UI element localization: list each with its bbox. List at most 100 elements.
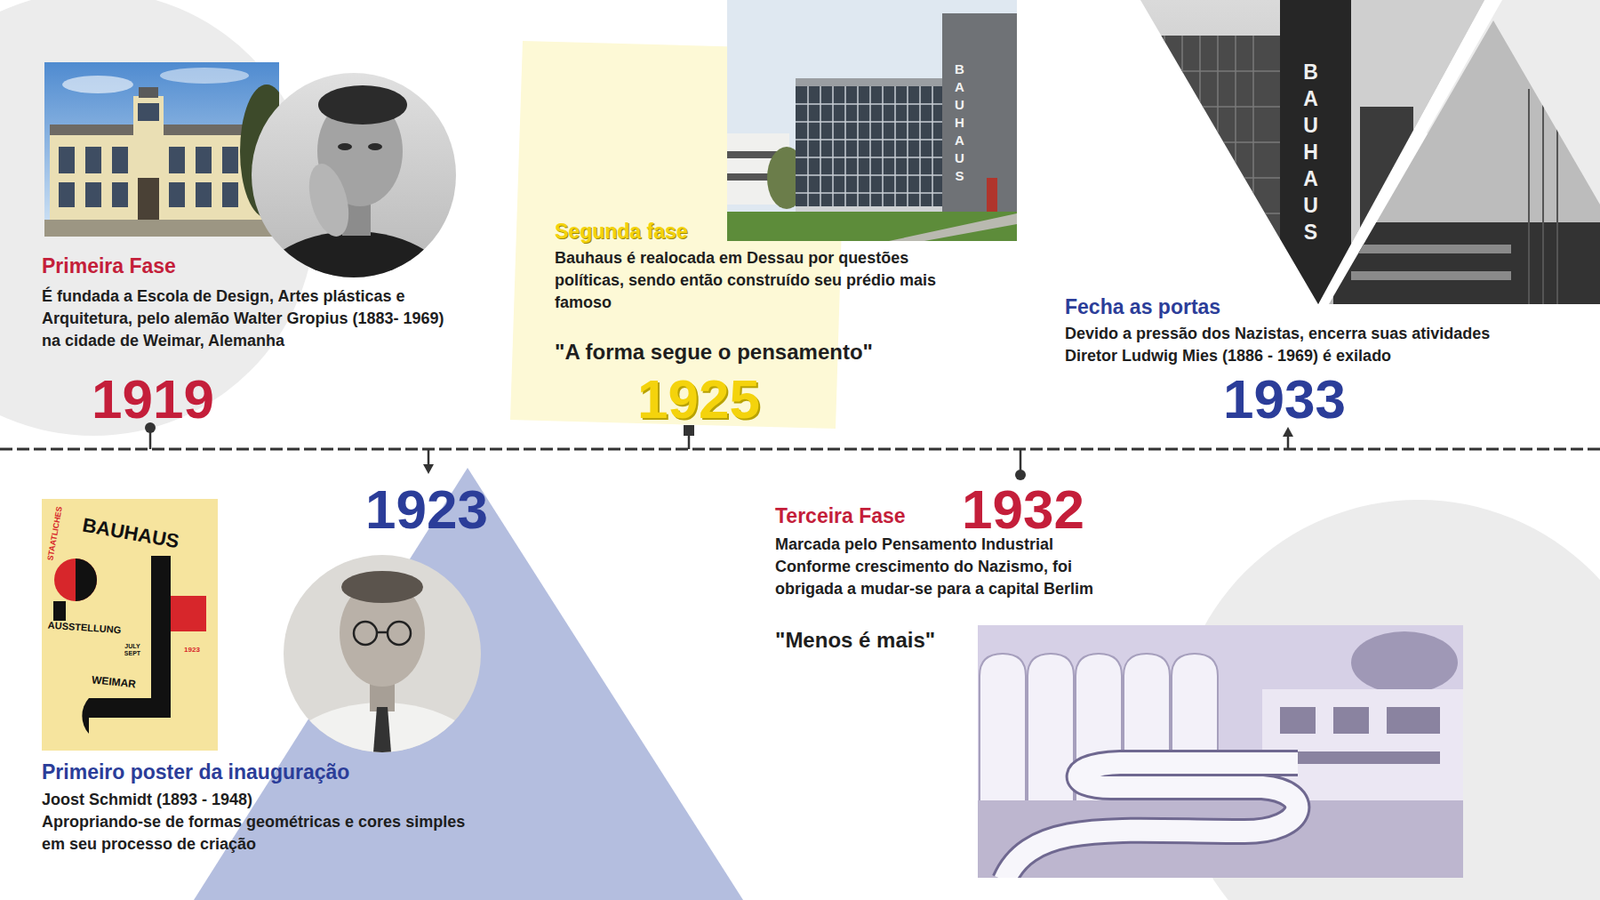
year-label: 1925 xyxy=(637,371,816,427)
weimar-photo xyxy=(44,219,280,237)
weimar-photo xyxy=(137,177,160,220)
text-slot: "Menos é mais" xyxy=(775,627,971,654)
berlin-photo xyxy=(1027,653,1074,807)
closing-photo xyxy=(1318,0,1600,304)
portrait-photo xyxy=(337,143,352,151)
weimar-photo xyxy=(112,146,128,174)
phase-description: Conforme crescimento do Nazismo, foi obr… xyxy=(775,555,1118,600)
closing-photo xyxy=(1146,176,1280,179)
weimar-photo xyxy=(160,67,249,84)
weimar-photo xyxy=(195,182,212,208)
portrait-photo xyxy=(376,631,388,634)
dessau-photo xyxy=(795,192,947,194)
text-slot: 1925 xyxy=(637,371,816,427)
text-slot: 1923 xyxy=(365,481,544,537)
closing-photo xyxy=(1146,70,1280,72)
year-label: 1933 xyxy=(1223,371,1401,427)
phase-circle-shape xyxy=(0,0,316,436)
berlin-photo xyxy=(977,624,1464,878)
dessau-photo xyxy=(795,138,947,141)
phase-description: Apropriando-se de formas geométricas e c… xyxy=(41,810,478,856)
dessau-photo xyxy=(986,177,998,212)
closing-photo xyxy=(1146,212,1280,215)
text-slot: Conforme crescimento do Nazismo, foi obr… xyxy=(775,555,1118,600)
closing-photo xyxy=(1333,222,1600,304)
text-slot: "A forma segue o pensamento" xyxy=(554,339,1017,366)
closing-photo xyxy=(1146,105,1280,108)
timeline-axis xyxy=(688,433,691,449)
closing-photo xyxy=(1252,35,1255,304)
poster-artwork xyxy=(41,498,218,751)
closing-photo xyxy=(1351,271,1512,280)
closing-photo xyxy=(1556,88,1559,304)
phase-description: Bauhaus é realocada em Dessau por questõ… xyxy=(554,247,946,314)
dessau-photo xyxy=(888,213,1017,241)
weimar-photo xyxy=(58,182,75,208)
phase-heading: Fecha as portas xyxy=(1064,295,1421,320)
phase-description: É fundada a Escola de Design, Artes plás… xyxy=(41,285,456,352)
closing-photo xyxy=(1318,0,1600,304)
weimar-photo xyxy=(195,146,212,174)
dessau-photo xyxy=(942,13,1017,214)
year-label: 1923 xyxy=(365,481,544,537)
poster-artwork xyxy=(151,555,171,716)
text-slot: 1933 xyxy=(1223,371,1401,427)
weimar-photo xyxy=(168,146,185,174)
berlin-photo xyxy=(1280,751,1440,764)
poster-artwork xyxy=(88,697,171,718)
closing-photo xyxy=(1280,0,1352,304)
closing-photo xyxy=(1146,248,1280,250)
text-slot: BAUHAUS xyxy=(1300,58,1321,246)
portrait-photo xyxy=(353,621,377,645)
closing-photo xyxy=(1199,35,1201,304)
timeline-axis xyxy=(0,422,1600,480)
year-label: 1932 xyxy=(961,481,1140,537)
berlin-photo xyxy=(1004,762,1298,878)
text-slot: Terceira Fase xyxy=(775,504,953,529)
text-slot: Fecha as portas xyxy=(1064,295,1421,320)
poster-artwork xyxy=(170,595,207,632)
phase-heading: Primeiro poster da inauguração xyxy=(41,760,469,785)
dessau-photo xyxy=(795,120,947,123)
poster-artwork xyxy=(53,600,66,621)
weimar-photo xyxy=(138,87,159,98)
text-slot: Marcada pelo Pensamento Industrial xyxy=(775,533,1131,556)
weimar-photo xyxy=(85,182,102,208)
building-sign: BAUHAUS xyxy=(1300,58,1321,246)
weimar-photo xyxy=(62,75,134,94)
phase-circle: Primeira FaseÉ fundada a Escola de Desig… xyxy=(0,0,316,436)
dessau-photo xyxy=(795,174,947,176)
weimar-photo xyxy=(112,182,128,208)
building-sign: BAUHAUS xyxy=(952,60,967,185)
phase-panel: Segunda faseBauhaus é realocada em Dessa… xyxy=(510,40,848,429)
timeline-axis xyxy=(1019,448,1023,472)
weimar-photo xyxy=(49,135,272,220)
timeline-axis xyxy=(1282,426,1294,437)
closing-photo xyxy=(1542,88,1544,304)
text-slot: BAUHAUS xyxy=(952,60,967,185)
phase-panel-shape xyxy=(510,40,848,429)
weimar-photo xyxy=(222,146,239,174)
berlin-photo xyxy=(1333,706,1369,734)
portrait-photo xyxy=(368,143,383,151)
berlin-photo xyxy=(979,653,1026,807)
closing-photo xyxy=(1528,88,1558,304)
text-slot: Bauhaus é realocada em Dessau por questõ… xyxy=(554,247,946,314)
closing-photo xyxy=(1146,141,1280,144)
closing-photo xyxy=(1216,35,1219,304)
closing-photo xyxy=(1146,35,1280,304)
motto-quote: "A forma segue o pensamento" xyxy=(554,339,1017,366)
berlin-photo xyxy=(1386,706,1440,734)
dessau-photo xyxy=(727,211,1017,241)
closing-photo xyxy=(1163,35,1166,304)
dessau-photo xyxy=(795,86,947,208)
author-line: Joost Schmidt (1893 - 1948) xyxy=(41,788,469,811)
closing-photo xyxy=(1351,244,1512,254)
phase-triangle-shape xyxy=(193,467,744,900)
weimar-photo xyxy=(168,182,185,208)
year-label: 1919 xyxy=(91,371,270,427)
timeline-axis xyxy=(1015,469,1026,480)
weimar-photo xyxy=(133,96,164,137)
dessau-photo xyxy=(795,103,947,105)
